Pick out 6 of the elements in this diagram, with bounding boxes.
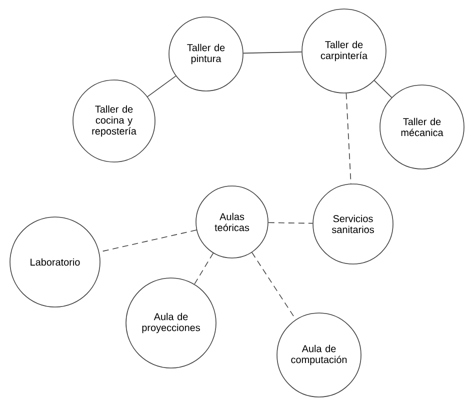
connector-line: [147, 76, 176, 98]
connector-line: [346, 92, 352, 184]
connector-line: [243, 52, 302, 54]
connector-line: [374, 80, 392, 98]
connector-line: [194, 252, 214, 285]
connector-line: [268, 222, 314, 224]
